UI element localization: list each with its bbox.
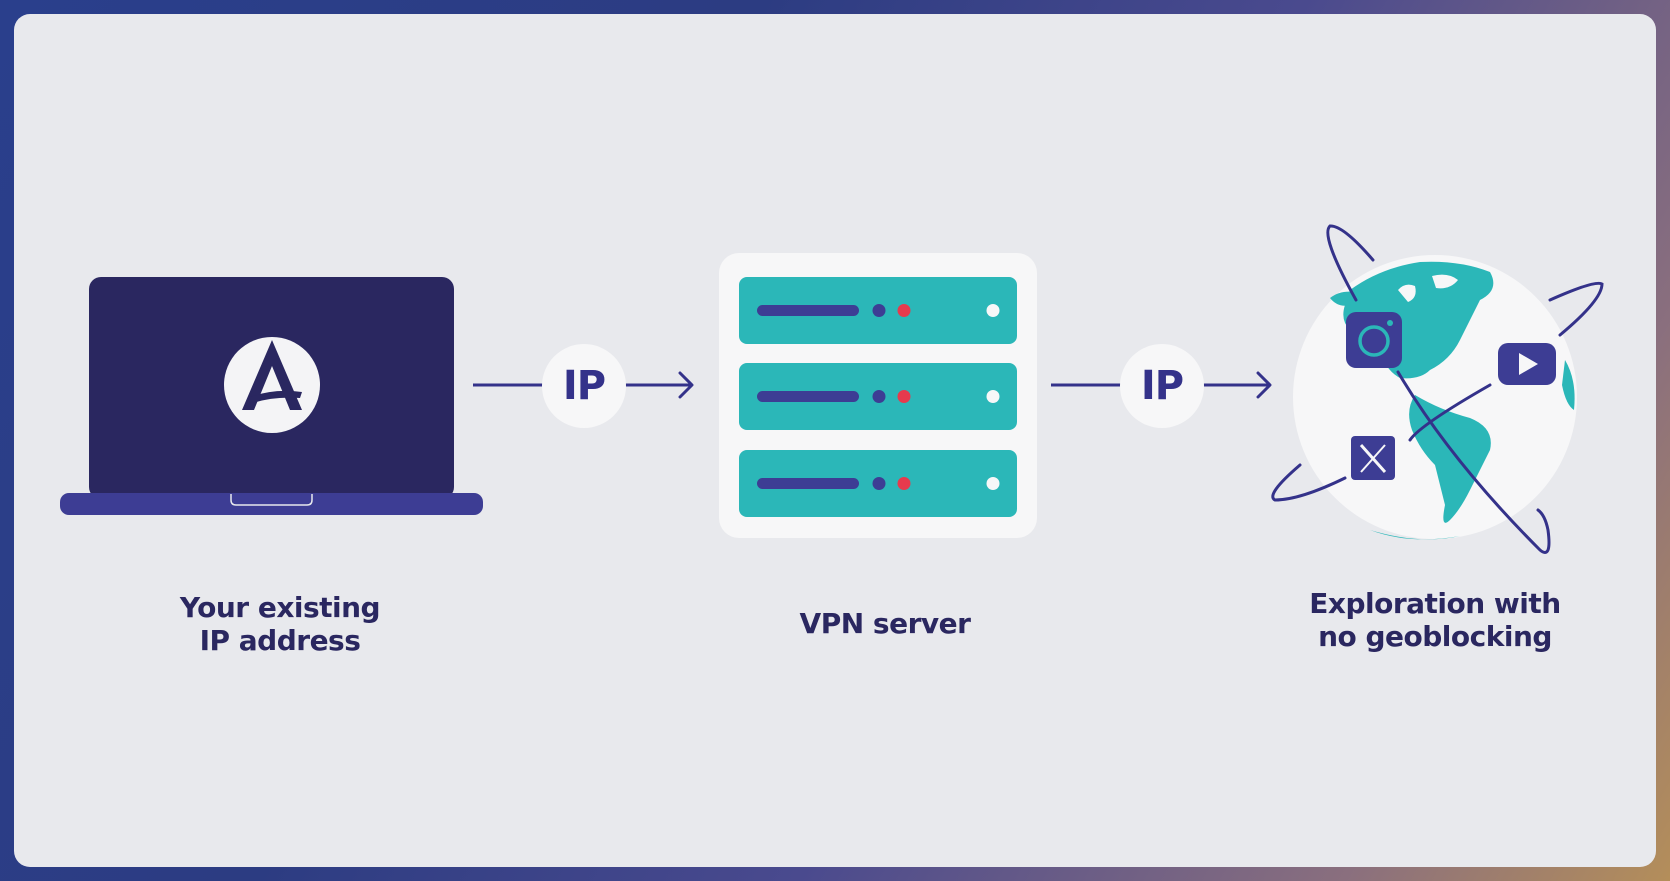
brand-logo-icon (224, 337, 320, 433)
x-icon (1351, 436, 1395, 480)
globe-label: Exploration with no geoblocking (1309, 587, 1561, 653)
server-unit (739, 277, 1017, 344)
instagram-icon (1346, 312, 1402, 368)
arrow-server-to-globe (1051, 371, 1272, 399)
globe-icon (1293, 255, 1577, 540)
arrow-laptop-to-server (473, 371, 694, 399)
ip-badge-first: IP (542, 344, 626, 428)
orbit-lines (1271, 224, 1604, 554)
server-label: VPN server (799, 607, 971, 640)
server-unit (739, 450, 1017, 517)
ip-badge-second: IP (1120, 344, 1204, 428)
youtube-icon (1498, 343, 1556, 385)
server-unit (739, 363, 1017, 430)
server-rack-icon (719, 253, 1037, 538)
laptop-label: Your existing IP address (179, 591, 381, 657)
